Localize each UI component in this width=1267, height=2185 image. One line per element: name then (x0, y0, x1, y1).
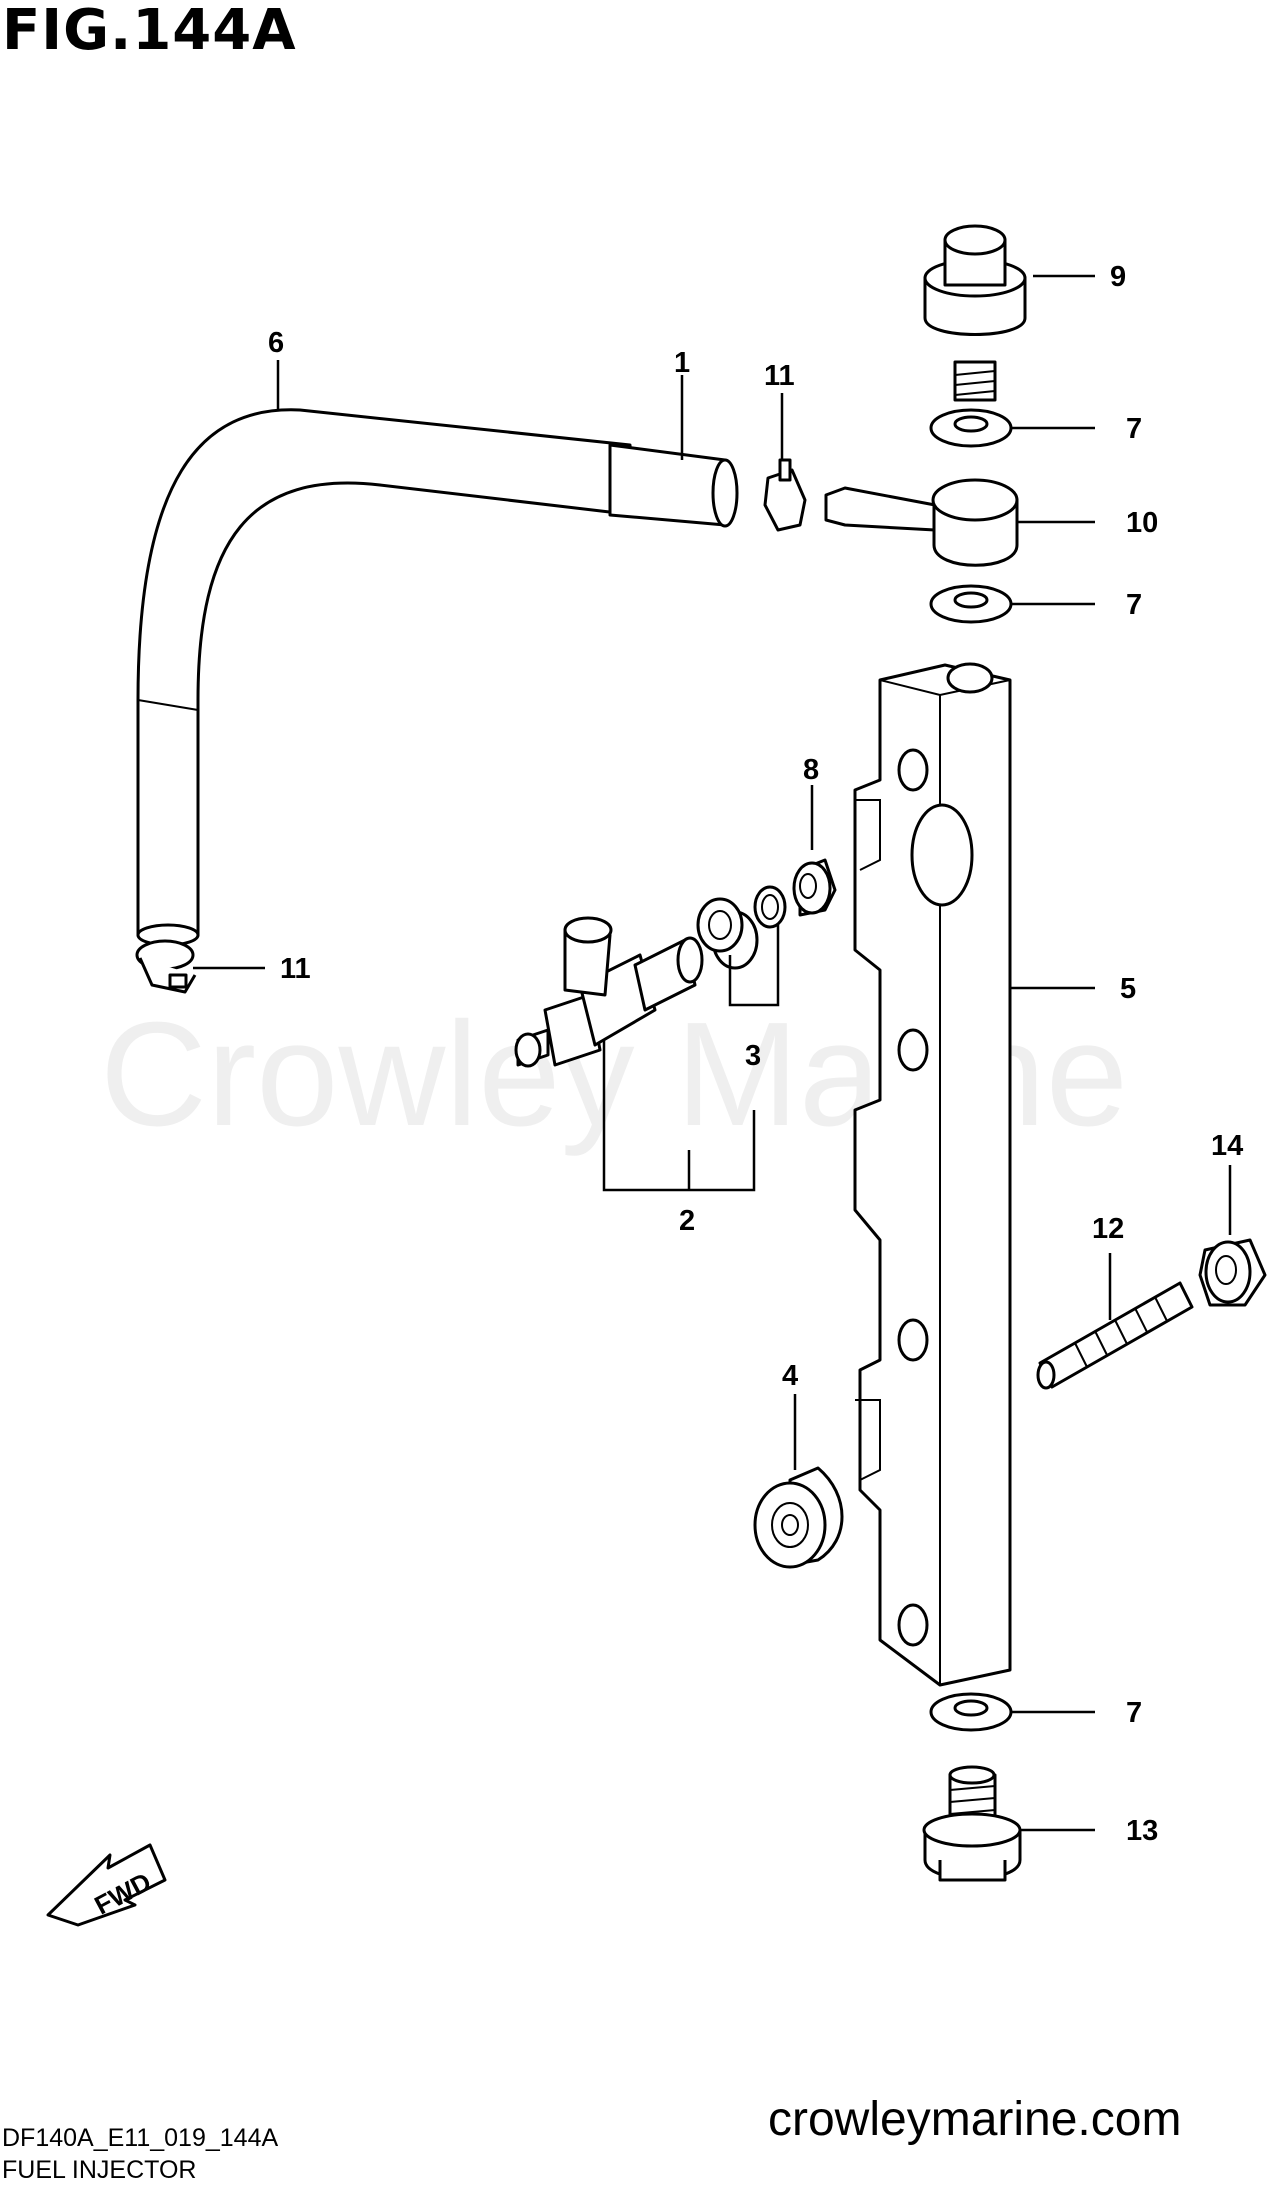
callout-2[interactable]: 2 (679, 1205, 695, 1237)
figure-name: FUEL INJECTOR (2, 2156, 197, 2184)
part-12-stud-bolt[interactable] (1036, 1281, 1194, 1390)
leader-lines (193, 274, 1232, 1832)
part-9-banjo-bolt[interactable] (923, 224, 1027, 402)
callout-8[interactable]: 8 (803, 754, 819, 786)
callout-5[interactable]: 5 (1120, 973, 1136, 1005)
callout-3[interactable]: 3 (745, 1040, 761, 1072)
part-1-hose-end[interactable] (608, 443, 739, 528)
callout-12[interactable]: 12 (1092, 1213, 1124, 1245)
callout-11-upper[interactable]: 11 (764, 360, 795, 392)
fwd-arrow: FWD (46, 1843, 167, 1927)
callout-7-middle[interactable]: 7 (1126, 589, 1142, 621)
callout-11-lower[interactable]: 11 (280, 953, 311, 985)
callout-9[interactable]: 9 (1110, 261, 1126, 293)
part-4-grommet[interactable] (753, 1466, 844, 1569)
callout-7-upper[interactable]: 7 (1126, 413, 1142, 445)
part-13-plug-bolt[interactable] (922, 1765, 1022, 1882)
part-7-washer-middle[interactable] (929, 584, 1013, 624)
part-11-lower-clip[interactable] (135, 939, 197, 994)
part-8-cushion[interactable] (792, 858, 837, 917)
part-3-seal-ring-large[interactable] (696, 897, 759, 970)
figure-code: DF140A_E11_019_144A (2, 2124, 279, 2152)
callout-10[interactable]: 10 (1126, 507, 1158, 539)
callout-7-lower[interactable]: 7 (1126, 1697, 1142, 1729)
callout-14[interactable]: 14 (1211, 1130, 1243, 1162)
figure-title: FIG.144A (2, 0, 297, 63)
site-url[interactable]: crowleymarine.com (768, 2093, 1182, 2146)
part-2-fuel-injector[interactable] (514, 916, 704, 1068)
part-5-fuel-rail[interactable] (853, 662, 1012, 1687)
part-14-nut[interactable] (1198, 1238, 1267, 1307)
callout-6[interactable]: 6 (268, 327, 284, 359)
callout-1[interactable]: 1 (674, 347, 690, 379)
callout-13[interactable]: 13 (1126, 1815, 1158, 1847)
part-3-o-ring-small[interactable] (753, 885, 787, 929)
part-7-washer-lower[interactable] (929, 1692, 1013, 1732)
part-7-washer-upper[interactable] (929, 408, 1013, 448)
callout-4[interactable]: 4 (782, 1360, 798, 1392)
part-11-upper-clip[interactable] (763, 458, 807, 532)
part-6-fuel-hose[interactable] (136, 408, 637, 947)
part-10-banjo-fitting[interactable] (824, 478, 1019, 567)
